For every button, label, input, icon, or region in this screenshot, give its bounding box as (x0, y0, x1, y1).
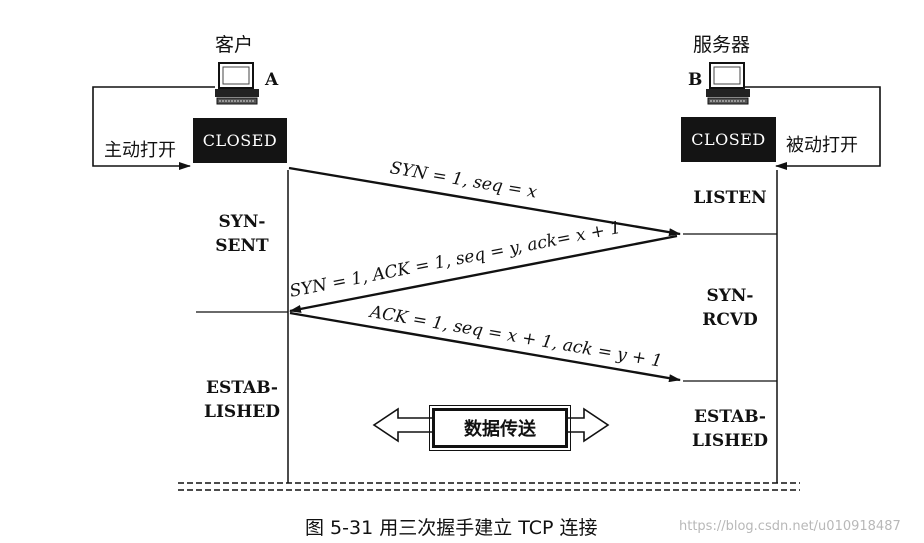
server-closed-state: CLOSED (681, 117, 776, 162)
message-arrow-syn-ack (289, 234, 678, 313)
client-computer-icon (215, 62, 259, 105)
client-active-open-label: 主动打开 (104, 140, 176, 161)
client-state-established: ESTAB- LISHED (204, 378, 280, 422)
data-transfer-box: 数据传送 (429, 405, 571, 451)
figure-caption: 图 5-31 用三次握手建立 TCP 连接 (305, 517, 598, 539)
client-label: 客户 (215, 34, 254, 56)
server-letter: B (688, 70, 703, 90)
server-passive-open-label: 被动打开 (786, 135, 858, 156)
server-open-loop (745, 86, 881, 170)
client-letter: A (265, 70, 279, 90)
server-label: 服务器 (693, 34, 751, 56)
server-state-syn-rcvd: SYN- RCVD (702, 286, 758, 330)
server-state-established: ESTAB- LISHED (692, 407, 768, 451)
server-computer-icon (706, 62, 750, 105)
message-arrow-syn (288, 166, 681, 237)
client-open-loop (92, 86, 215, 170)
client-state-syn-sent: SYN- SENT (215, 212, 269, 256)
data-transfer-right-arrow (566, 407, 610, 443)
watermark: https://blog.csdn.net/u010918487 (679, 519, 901, 534)
client-closed-state: CLOSED (193, 118, 287, 163)
server-state-listen: LISTEN (693, 188, 767, 208)
data-transfer-left-arrow (372, 407, 432, 443)
message-arrow-ack (289, 311, 681, 383)
